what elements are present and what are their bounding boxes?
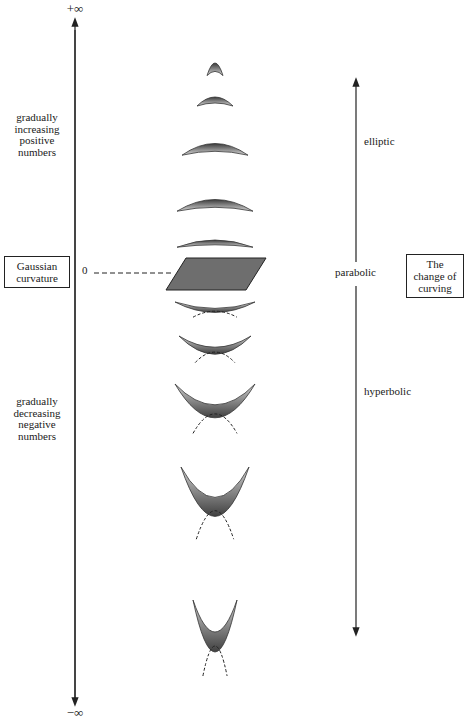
saddle-cross xyxy=(195,352,235,363)
axis-label: hyperbolic xyxy=(364,386,454,398)
saddle-cross xyxy=(196,511,233,540)
axis-label: −∞ xyxy=(60,706,90,720)
axis-label: +∞ xyxy=(60,2,90,16)
saddle-cross xyxy=(193,414,237,434)
axis-label: 0 xyxy=(82,265,94,277)
saddle-shape xyxy=(193,600,237,652)
flat-plane xyxy=(166,258,266,290)
box-text: The change of curving xyxy=(410,258,460,294)
cap-shape xyxy=(182,144,248,156)
box-text: Gaussian curvature xyxy=(8,260,66,284)
cap-shape xyxy=(177,200,253,212)
saddle-cross xyxy=(193,311,237,317)
axis-down xyxy=(74,30,75,702)
saddle-cross xyxy=(203,646,227,676)
saddle-shape xyxy=(179,336,251,354)
axis-label: elliptic xyxy=(364,136,444,148)
axis-label: parabolic xyxy=(334,267,377,279)
hyperbolic-arrow xyxy=(355,286,356,632)
cap-shape xyxy=(177,240,253,247)
axis-label: gradually decreasing negative numbers xyxy=(4,396,70,442)
saddle-shape xyxy=(175,384,255,418)
cap-shape xyxy=(207,63,223,76)
elliptic-caps xyxy=(177,63,253,247)
axis-label: gradually increasing positive numbers xyxy=(4,112,70,158)
hyperbolic-saddles xyxy=(175,302,255,676)
zero-leader xyxy=(94,273,172,274)
cap-shape xyxy=(197,97,233,106)
saddle-shape xyxy=(181,467,249,516)
elliptic-arrow xyxy=(355,82,356,262)
boxed-label: Gaussian curvature xyxy=(4,256,70,288)
boxed-label: The change of curving xyxy=(406,254,464,298)
